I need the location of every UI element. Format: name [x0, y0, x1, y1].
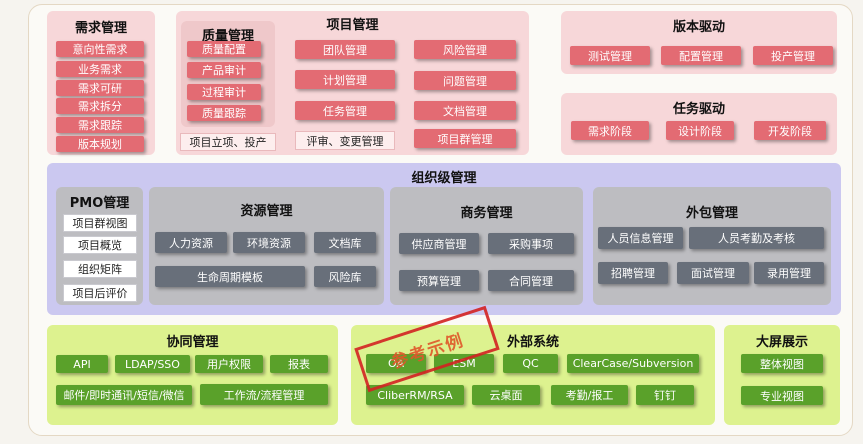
task-item-dev: 开发阶段: [754, 121, 826, 140]
resource-item-doclib: 文档库: [314, 232, 376, 253]
outsource-title: 外包管理: [685, 206, 738, 221]
external-item-attendance: 考勤/报工: [551, 385, 628, 405]
external-item-clearcase: ClearCase/Subversion: [567, 354, 699, 373]
external-item-qc: QC: [503, 354, 558, 373]
task-title: 任务驱动: [672, 102, 725, 117]
collab-item-user-permission: 用户权限: [195, 355, 263, 373]
resource-item-risklib: 风险库: [314, 266, 376, 287]
collab-item-messaging: 邮件/即时通讯/短信/微信: [56, 385, 192, 405]
project-item-plan: 计划管理: [295, 70, 395, 89]
org-title: 组织级管理: [411, 171, 477, 186]
outsource-item-attendance: 人员考勤及考核: [689, 227, 824, 249]
collab-item-report: 报表: [270, 355, 328, 373]
demand-item-version-plan: 版本规划: [56, 136, 144, 152]
demand-item-tracking: 需求跟踪: [56, 117, 144, 133]
project-item-risk: 风险管理: [414, 40, 516, 59]
external-item-oa: OA: [366, 354, 426, 373]
resource-title: 资源管理: [240, 204, 293, 219]
pmo-item-matrix: 组织矩阵: [63, 260, 137, 278]
business-item-budget: 预算管理: [399, 270, 479, 291]
version-item-test: 测试管理: [570, 46, 650, 65]
outsource-item-interview: 面试管理: [677, 262, 749, 284]
quality-item-tracking: 质量跟踪: [187, 105, 261, 121]
external-item-cliberrm: CliberRM/RSA: [366, 385, 464, 405]
quality-item-process-audit: 过程审计: [187, 84, 261, 100]
project-title: 项目管理: [326, 18, 379, 33]
bigscreen-title: 大屏展示: [755, 335, 808, 350]
pmo-item-overview: 项目概览: [63, 236, 137, 254]
collab-item-api: API: [56, 355, 108, 373]
pmo-item-post-evaluation: 项目后评价: [63, 284, 137, 302]
pmo-item-program-view: 项目群视图: [63, 214, 137, 232]
project-item-team: 团队管理: [295, 40, 395, 59]
outsource-item-hire: 录用管理: [754, 262, 824, 284]
business-item-supplier: 供应商管理: [399, 233, 479, 254]
resource-item-hr: 人力资源: [155, 232, 227, 253]
quality-item-product-audit: 产品审计: [187, 62, 261, 78]
pmo-title: PMO管理: [69, 196, 130, 211]
version-item-release: 投产管理: [753, 46, 833, 65]
version-title: 版本驱动: [672, 20, 725, 35]
demand-item-business: 业务需求: [56, 61, 144, 77]
task-item-design: 设计阶段: [666, 121, 734, 140]
collab-panel: 协同管理: [47, 325, 338, 425]
project-item-document: 文档管理: [414, 101, 516, 120]
collab-item-workflow: 工作流/流程管理: [200, 384, 328, 405]
collab-title: 协同管理: [166, 335, 219, 350]
demand-item-intent: 意向性需求: [56, 41, 144, 57]
external-item-esm: ESM: [434, 354, 494, 373]
business-item-purchase: 采购事项: [488, 233, 574, 254]
project-item-task: 任务管理: [295, 101, 395, 120]
quality-item-config: 质量配置: [187, 41, 261, 57]
demand-item-feasibility: 需求可研: [56, 80, 144, 96]
demand-title: 需求管理: [74, 21, 127, 36]
project-item-program: 项目群管理: [414, 129, 516, 148]
bigscreen-item-professional: 专业视图: [741, 386, 823, 405]
project-item-issue: 问题管理: [414, 71, 516, 90]
project-review-label: 评审、变更管理: [295, 131, 395, 150]
business-title: 商务管理: [460, 206, 513, 221]
version-item-config: 配置管理: [661, 46, 741, 65]
external-panel: 外部系统: [351, 325, 715, 425]
project-setup-label: 项目立项、投产: [180, 133, 276, 151]
outsource-item-staff-info: 人员信息管理: [598, 227, 683, 249]
resource-item-env: 环境资源: [233, 232, 305, 253]
external-item-cloud-desktop: 云桌面: [472, 385, 540, 405]
collab-item-ldap-sso: LDAP/SSO: [115, 355, 190, 373]
bigscreen-item-overall: 整体视图: [741, 354, 823, 373]
quality-title: 质量管理: [201, 29, 254, 44]
resource-item-lifecycle: 生命周期模板: [155, 266, 305, 287]
external-item-dingtalk: 钉钉: [636, 385, 694, 405]
external-title: 外部系统: [506, 335, 559, 350]
task-item-demand: 需求阶段: [571, 121, 649, 140]
outsource-item-recruit: 招聘管理: [598, 262, 668, 284]
demand-item-split: 需求拆分: [56, 98, 144, 114]
bigscreen-panel: 大屏展示: [724, 325, 840, 425]
business-item-contract: 合同管理: [488, 270, 574, 291]
